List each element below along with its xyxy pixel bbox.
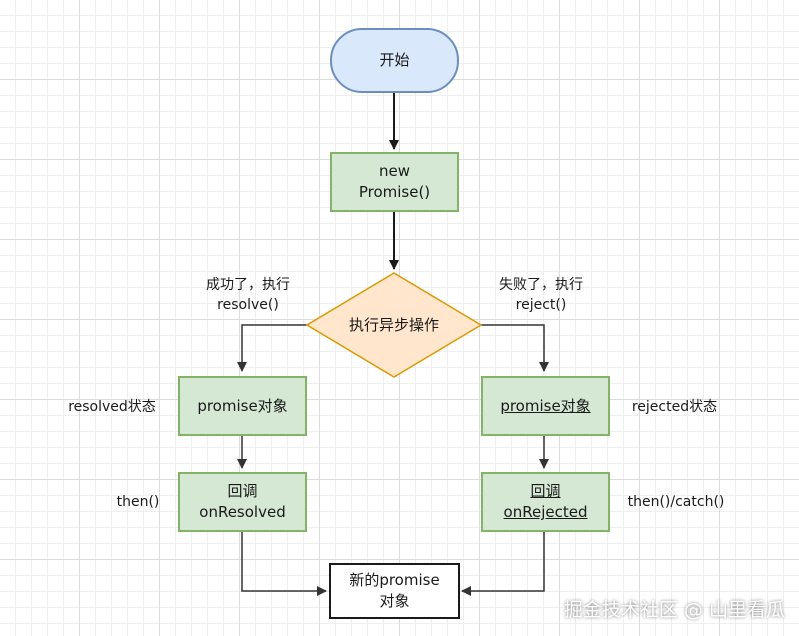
success-label-line1: 成功了，执行 (206, 277, 290, 293)
callback-rejected-line1: 回调 (530, 482, 561, 500)
callback-resolved-line2: onResolved (199, 503, 286, 521)
new-promise-object-line2: 对象 (379, 592, 410, 610)
new-promise-line1: new (378, 162, 410, 180)
new-promise-line2: Promise() (358, 183, 431, 201)
resolved-state-label: resolved状态 (52, 397, 172, 417)
callback-rejected-node: 回调 onRejected (481, 472, 610, 532)
new-promise-object-node: 新的promise 对象 (329, 563, 460, 619)
promise-object-right-node: promise对象 (481, 376, 610, 436)
failure-label-line2: reject() (515, 297, 567, 313)
callback-resolved-line1: 回调 (227, 482, 258, 500)
callback-rejected-line2: onRejected (503, 503, 588, 521)
new-promise-object-line1: 新的promise (349, 571, 440, 589)
arrow-left-callback-to-new-promise (241, 532, 327, 596)
decision-diamond (305, 272, 483, 378)
arrow-right-callback-to-new-promise (461, 532, 545, 596)
arrow-decision-to-left (237, 324, 307, 372)
failure-label: 失败了，执行 reject() (486, 275, 596, 315)
start-node-text: 开始 (379, 51, 410, 69)
then-catch-label: then()/catch() (614, 492, 738, 512)
rejected-state-label: rejected状态 (617, 397, 732, 417)
resolved-state-text: resolved状态 (68, 399, 156, 415)
promise-object-left-text: promise对象 (197, 396, 288, 415)
decision-node-text: 执行异步操作 (348, 315, 439, 334)
start-node: 开始 (330, 28, 459, 93)
arrow-decision-to-right (481, 324, 549, 372)
then-label: then() (108, 492, 168, 512)
promise-object-right-text: promise对象 (500, 396, 591, 415)
failure-label-line1: 失败了，执行 (499, 277, 583, 293)
watermark: 掘金技术社区 @ 山里看瓜 (563, 599, 785, 621)
then-text: then() (116, 494, 160, 510)
success-label: 成功了，执行 resolve() (193, 275, 303, 315)
callback-resolved-node: 回调 onResolved (178, 472, 307, 532)
success-label-line2: resolve() (217, 297, 279, 313)
then-catch-text: then()/catch() (627, 494, 725, 510)
new-promise-node: new Promise() (330, 152, 459, 212)
promise-object-left-node: promise对象 (178, 376, 307, 436)
rejected-state-text: rejected状态 (631, 399, 718, 415)
decision-node: 执行异步操作 (307, 273, 481, 377)
